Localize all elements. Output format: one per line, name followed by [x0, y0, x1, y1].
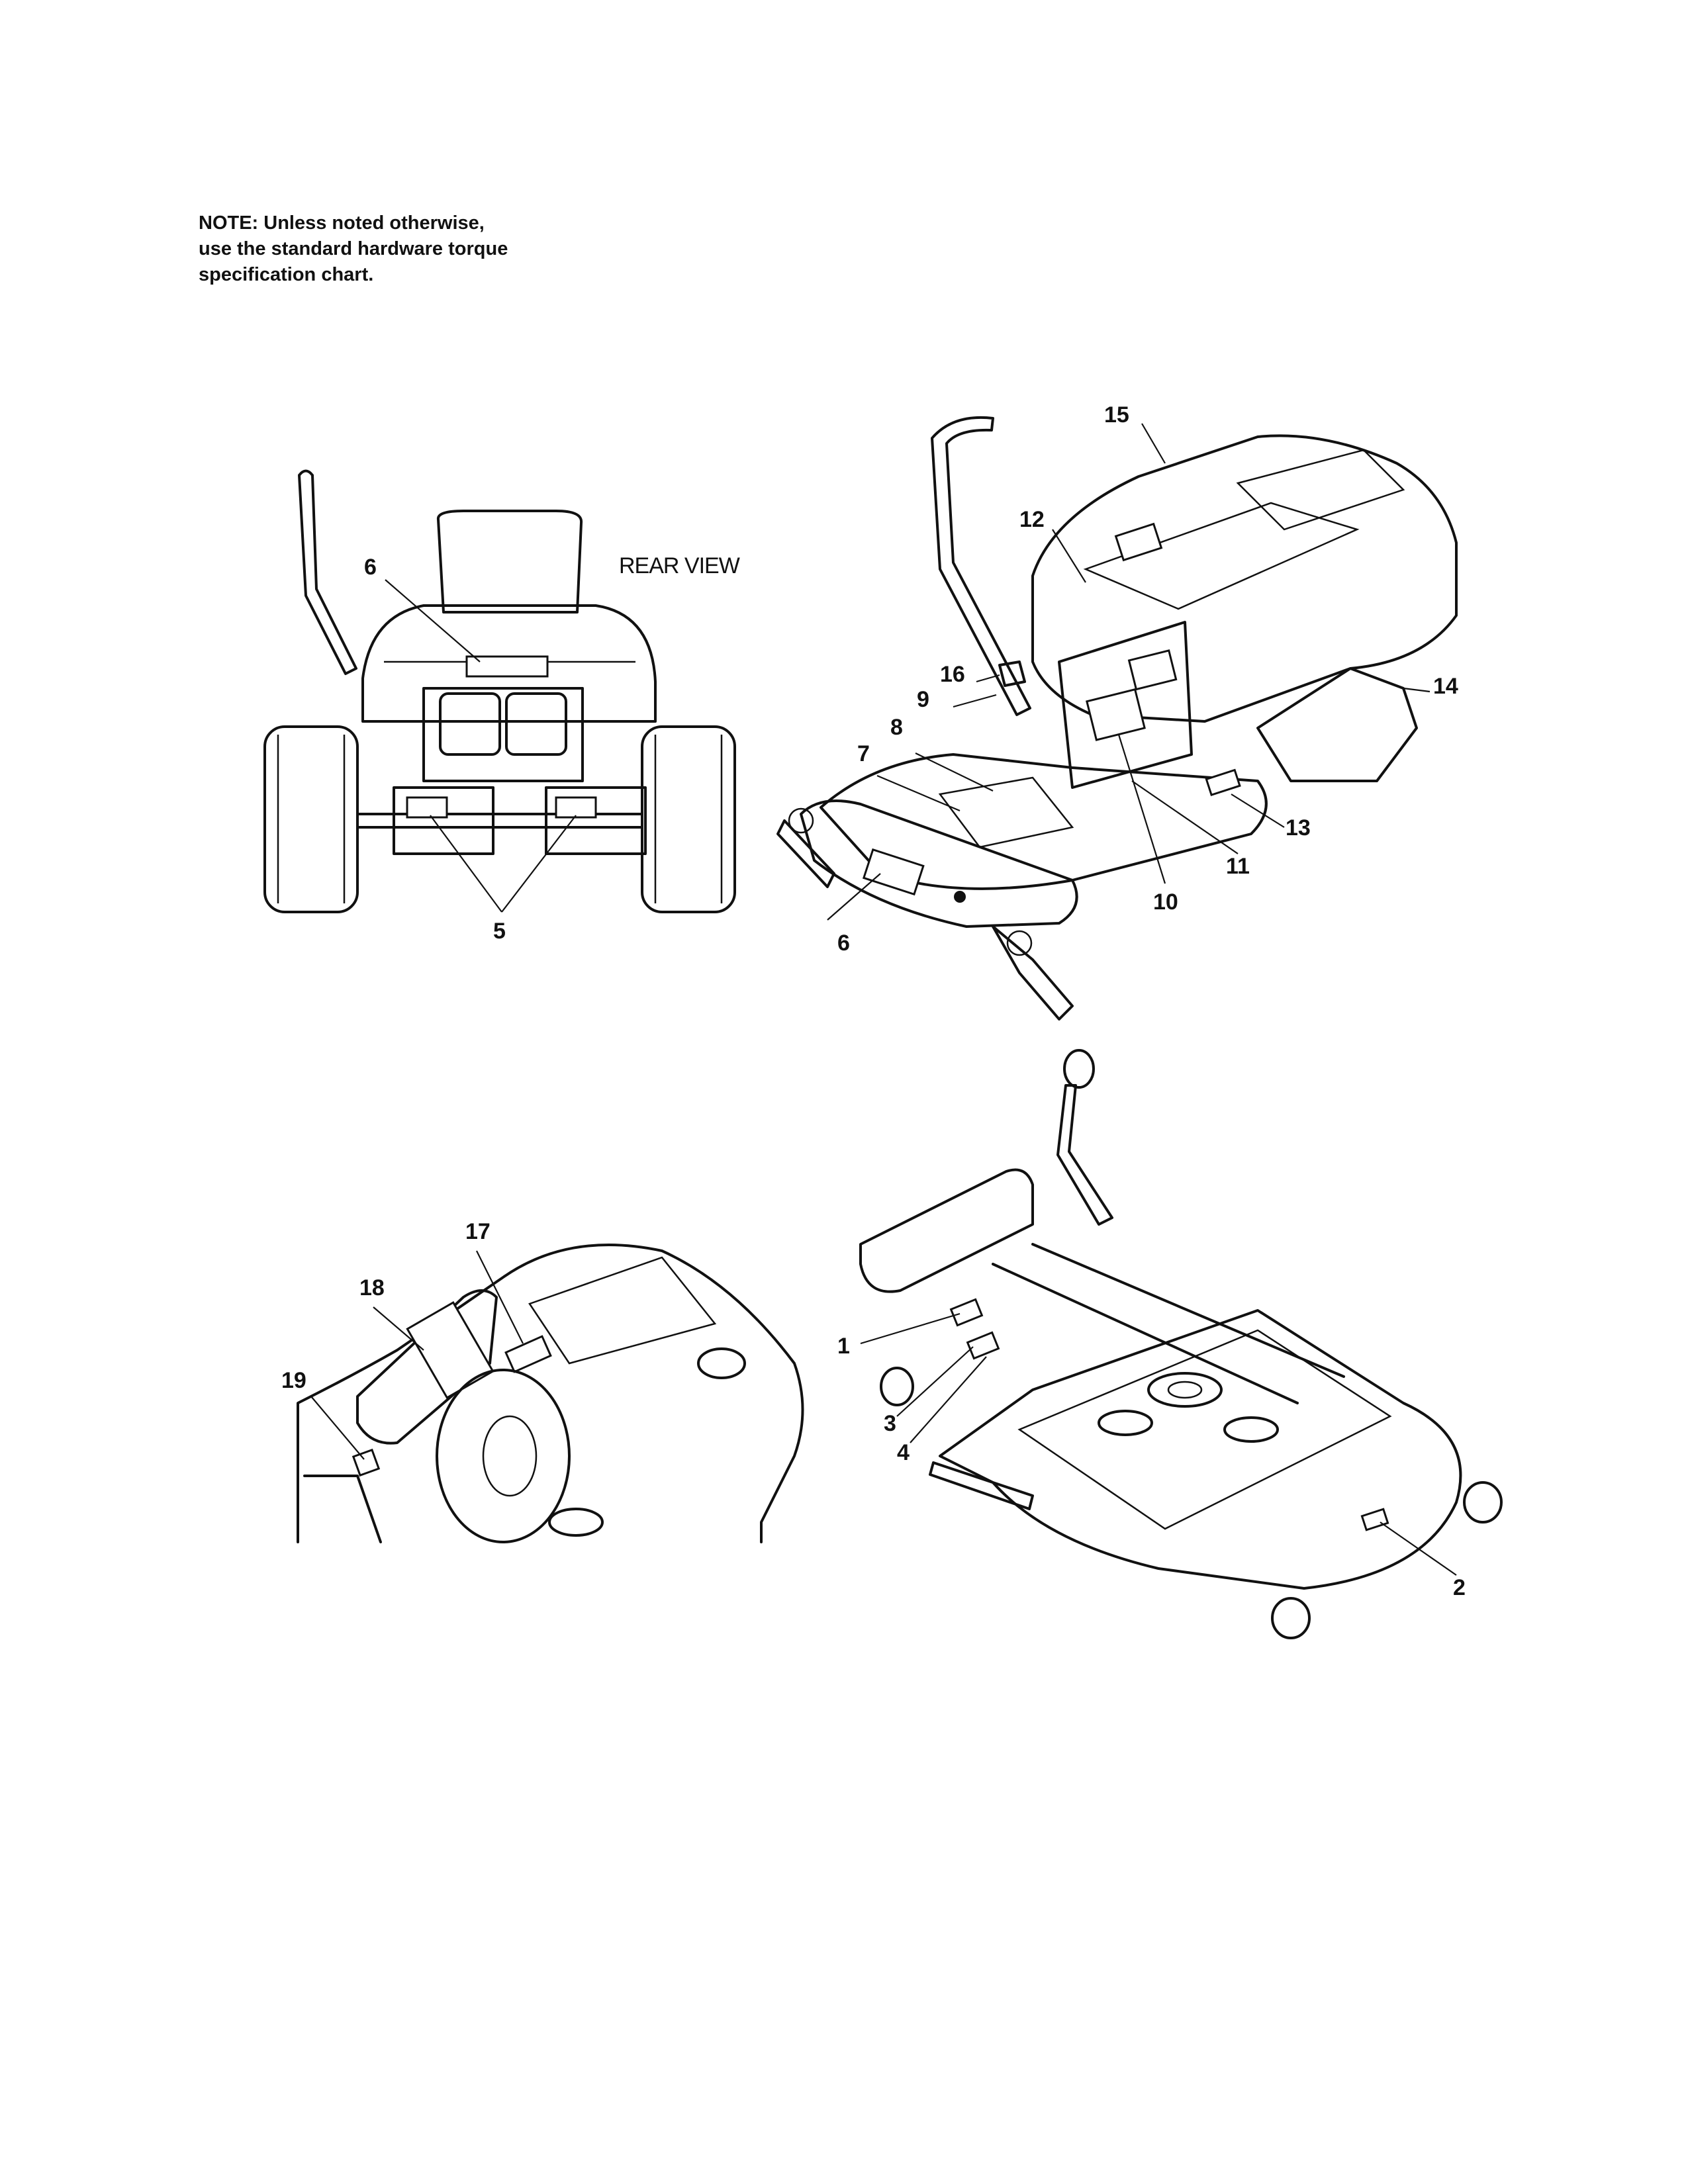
callout-front-12: 12 [1019, 507, 1045, 532]
note-line-2: use the standard hardware torque [199, 238, 508, 259]
deck-decal-2 [1360, 1508, 1389, 1531]
callout-deck-2: 2 [1453, 1575, 1466, 1600]
callout-rear-6: 6 [364, 555, 377, 580]
callout-deck-3: 3 [884, 1411, 896, 1436]
callout-front-6: 6 [837, 931, 850, 956]
callout-front-16: 16 [940, 662, 965, 687]
callout-front-11: 11 [1226, 854, 1250, 879]
front-decal-12 [1114, 522, 1163, 562]
rear-view-drawing [263, 469, 736, 913]
callout-fender-18: 18 [359, 1275, 385, 1300]
callout-front-15: 15 [1104, 402, 1129, 428]
fender-decal-19 [352, 1448, 381, 1477]
note-line-3: specification chart. [199, 264, 374, 285]
fender-decal-17 [504, 1335, 552, 1373]
callout-fender-17: 17 [465, 1219, 491, 1244]
fender-view-drawing [297, 1244, 804, 1543]
callout-front-13: 13 [1286, 815, 1311, 841]
front-decal-6 [862, 848, 925, 896]
rear-decal-5-right [555, 796, 597, 819]
callout-deck-1: 1 [837, 1334, 850, 1359]
front-decal-13 [1205, 768, 1241, 797]
fender-decal-18 [406, 1300, 494, 1400]
note-line-1: NOTE: Unless noted otherwise, [199, 212, 485, 234]
front-decal-10 [1086, 688, 1146, 741]
rear-decal-6 [465, 655, 549, 678]
callout-front-8: 8 [890, 715, 903, 740]
callout-fender-19: 19 [281, 1368, 306, 1393]
front-decal-12b [1127, 649, 1178, 691]
deck-decal-1 [949, 1298, 984, 1327]
rear-decal-5-left [406, 796, 448, 819]
callout-front-10: 10 [1153, 889, 1178, 915]
callout-deck-4: 4 [897, 1440, 910, 1465]
front-view-drawing [776, 416, 1458, 1021]
callout-front-14: 14 [1433, 674, 1458, 699]
deck-decal-3 [966, 1331, 1000, 1360]
rear-view-label: REAR VIEW [619, 553, 740, 578]
callout-front-9: 9 [917, 687, 929, 712]
callout-rear-5: 5 [493, 919, 506, 944]
deck-view-drawing [859, 1049, 1503, 1639]
torque-note: NOTE: Unless noted otherwise, use the st… [199, 210, 508, 288]
callout-front-7: 7 [857, 741, 870, 766]
